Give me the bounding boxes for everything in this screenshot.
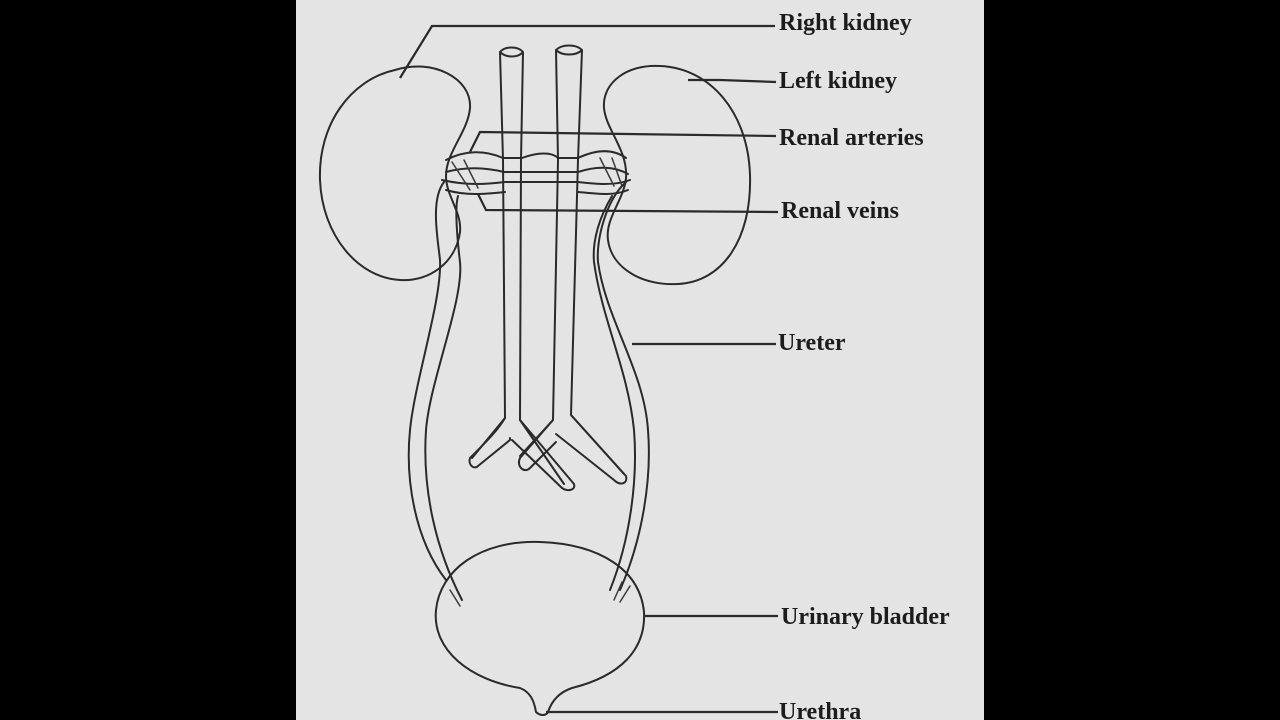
- right-kidney-shape: [318, 65, 472, 282]
- left-ureter-shape: [596, 181, 650, 591]
- urinary-bladder-shape: [434, 540, 646, 716]
- label-renal-veins: Renal veins: [781, 198, 899, 224]
- leader-lines: [399, 24, 779, 714]
- aorta-shape: [471, 46, 565, 485]
- left-kidney-shape: [602, 64, 752, 286]
- urinary-system-diagram: Right kidney Left kidney Renal arteries …: [318, 10, 950, 720]
- label-renal-arteries: Renal arteries: [779, 125, 924, 151]
- paper-sheet: Right kidney Left kidney Renal arteries …: [296, 0, 984, 720]
- vena-cava-shape: [519, 44, 625, 475]
- label-right-kidney: Right kidney: [779, 10, 912, 36]
- label-ureter: Ureter: [778, 330, 846, 356]
- renal-vessels-shape: [441, 150, 631, 195]
- label-urethra: Urethra: [779, 699, 861, 720]
- label-urinary-bladder: Urinary bladder: [781, 604, 950, 630]
- right-ureter-shape: [407, 181, 447, 581]
- label-left-kidney: Left kidney: [779, 68, 897, 94]
